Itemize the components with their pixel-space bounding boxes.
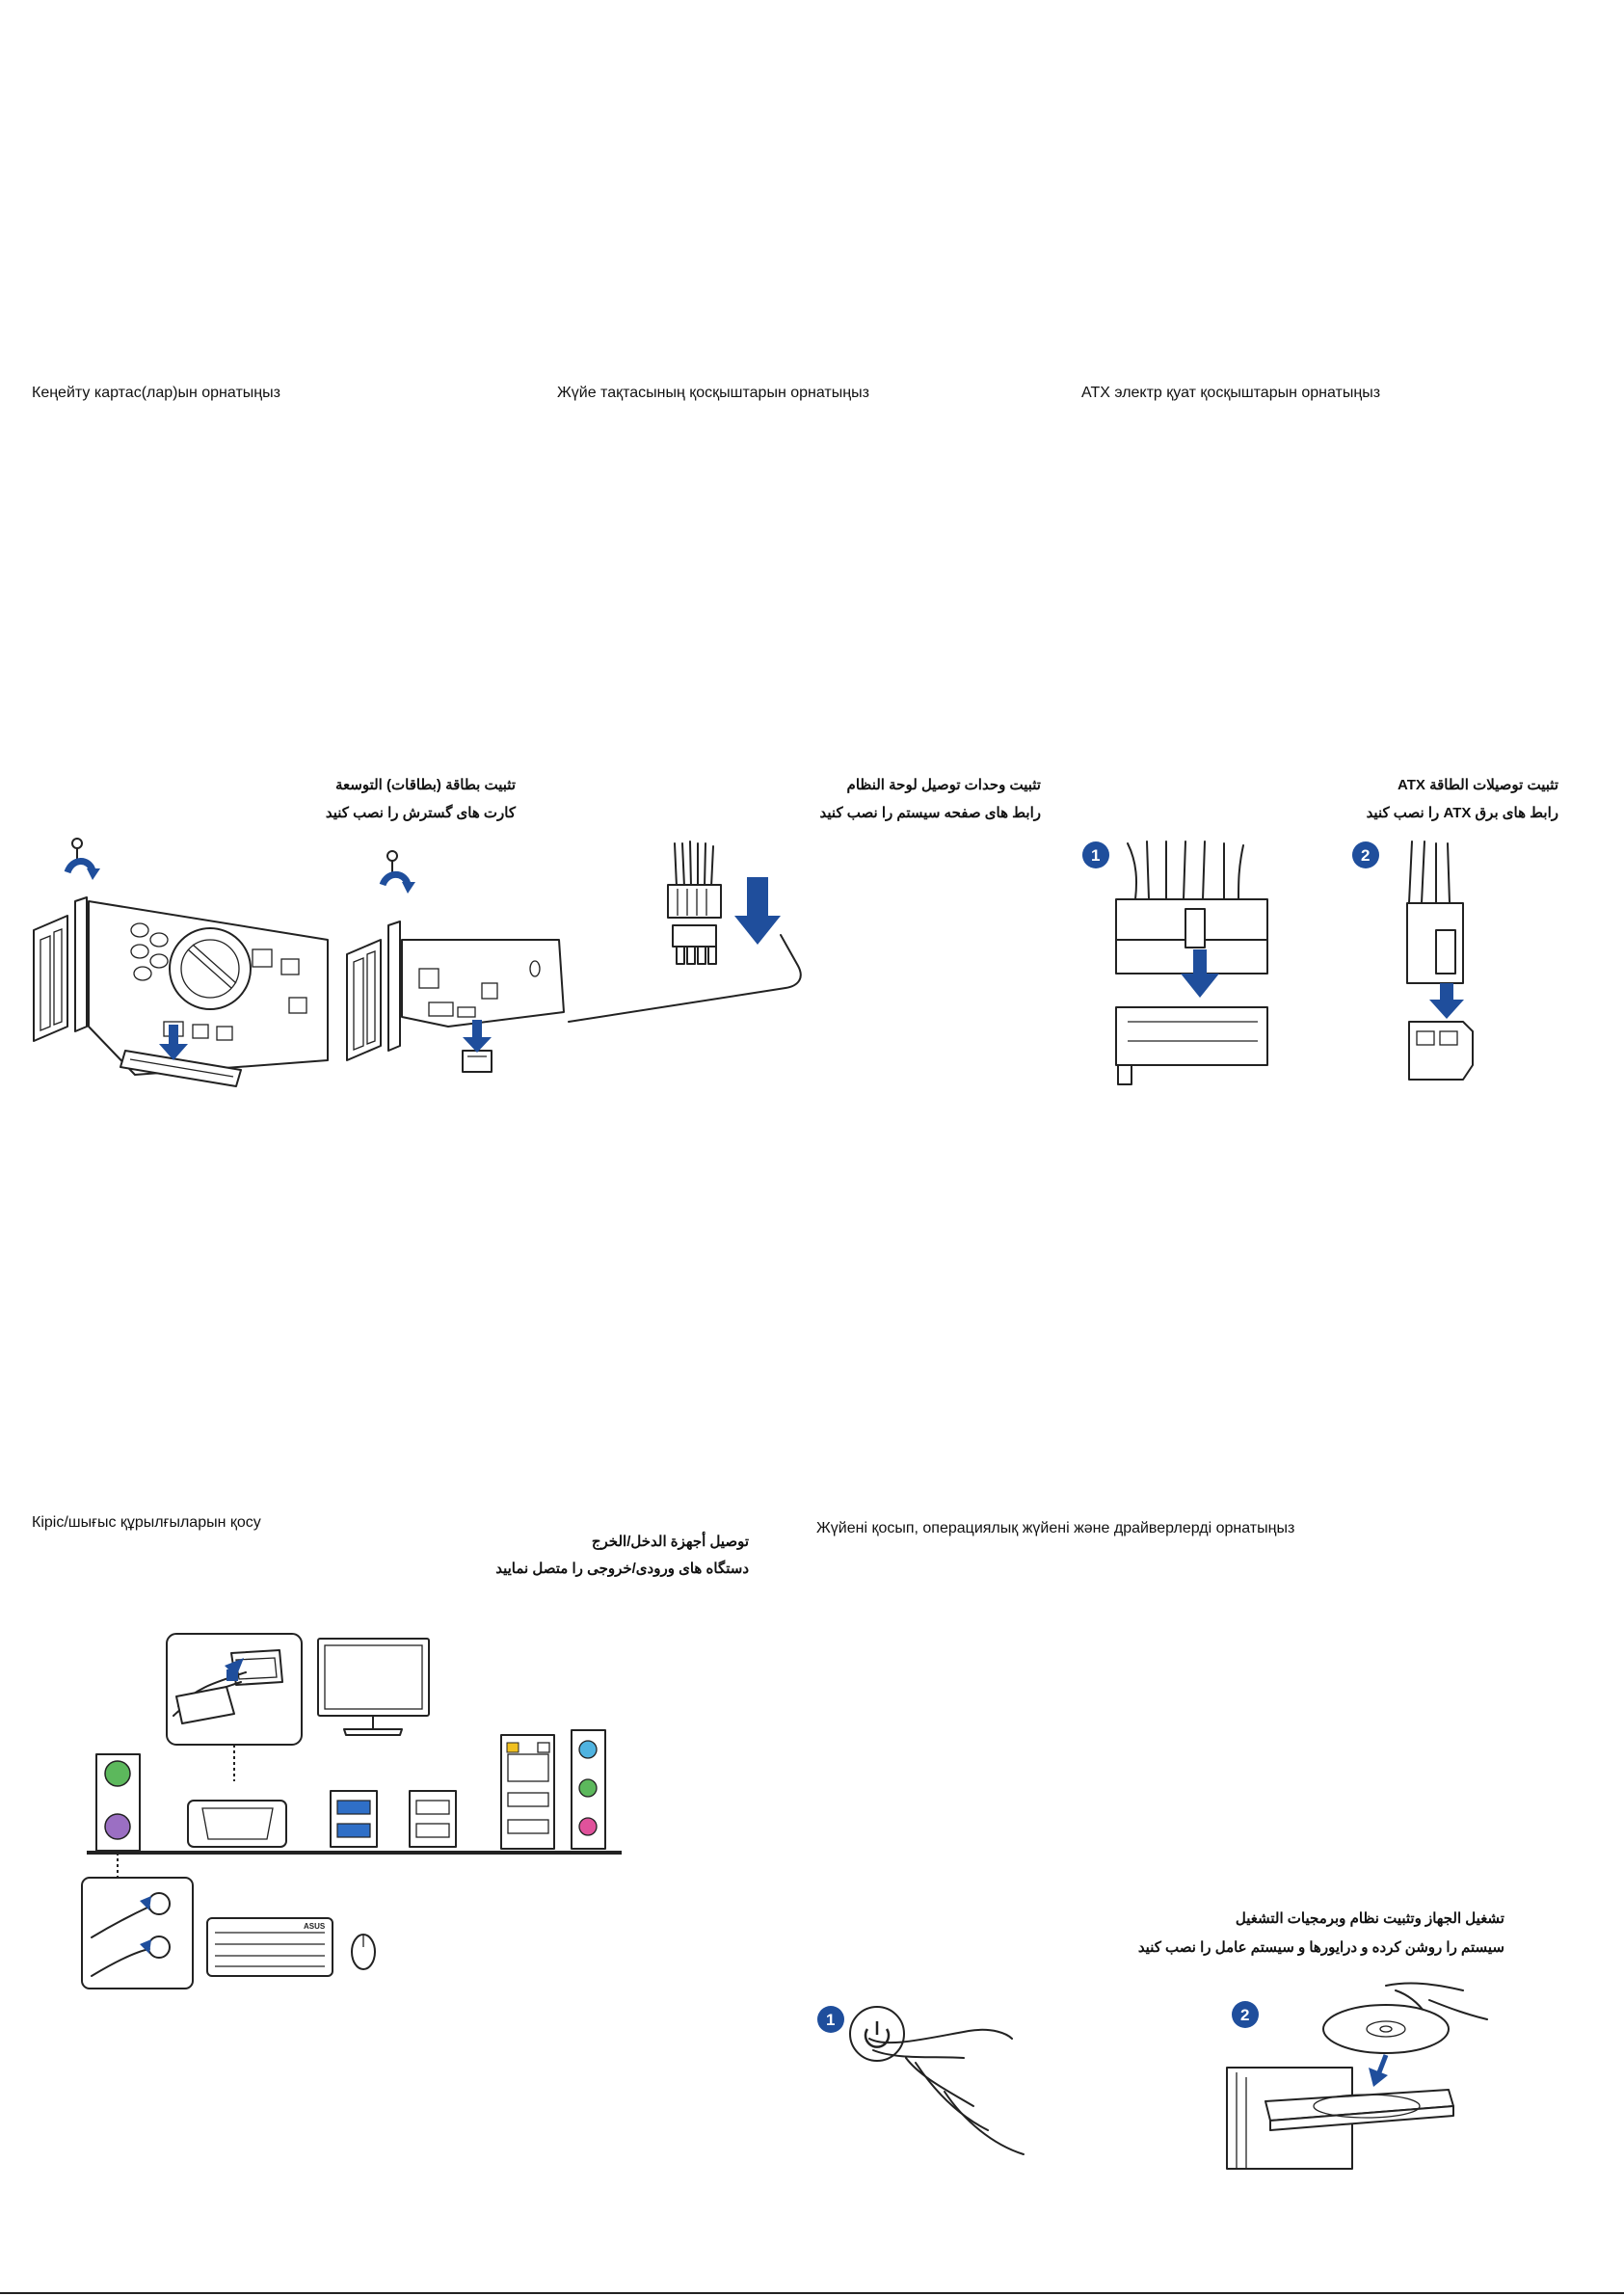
system-panel-connector-illustration: [568, 841, 802, 1023]
atx-power-title-kk: ATX электр қуат қосқыштарын орнатыңыз: [1081, 385, 1381, 401]
atx-8pin-connector-illustration: 2: [1352, 841, 1474, 1081]
pcie-card-install-illustration: [346, 850, 565, 1073]
step-badge-2: [1232, 2001, 1259, 2028]
usb3-ports: [330, 1790, 378, 1848]
power-on-title-kk: Жүйені қосып, операциялық жүйені және др…: [816, 1520, 1295, 1536]
expansion-title-kk: Кеңейту картас(лар)ын орнатыңыз: [32, 385, 280, 401]
usb2-ports: [409, 1790, 457, 1848]
power-on-title-ar: تشغيل الجهاز وتثبيت نظام وبرمجيات التشغي…: [1235, 1910, 1504, 1927]
graphics-card-install-illustration: [33, 838, 329, 1087]
bottom-rule: [0, 2292, 1624, 2294]
step-badge-2-label: 2: [1361, 846, 1370, 865]
vga-callout: [166, 1633, 303, 1746]
keyboard-icon: ASUS: [206, 1917, 333, 1977]
ps2-keyboard-port: [104, 1813, 131, 1840]
system-panel-title-fa: رابط های صفحه سیستم را نصب کنید: [819, 805, 1041, 821]
step-badge-1-label: 1: [1091, 846, 1100, 865]
disc-icon: [1322, 2004, 1450, 2054]
atx-24pin-connector-illustration: 1: [1082, 841, 1268, 1085]
io-devices-title-fa: دستگاه های ورودی/خروجی را متصل نمایید: [495, 1561, 749, 1577]
step-badge-1: [817, 2006, 844, 2033]
screw-icon: [71, 838, 83, 862]
atx-power-title-fa: رابط های برق ATX را نصب کنید: [1366, 805, 1558, 821]
vga-port: [187, 1800, 287, 1848]
power-on-title-fa: سیستم را روشن کرده و درایورها و سیستم عا…: [1137, 1939, 1504, 1956]
expansion-title-ar: تثبيت بطاقة (بطاقات) التوسعة: [334, 777, 516, 793]
ps2-mouse-port: [104, 1760, 131, 1787]
system-panel-title-ar: تثبيت وحدات توصيل لوحة النظام: [846, 777, 1041, 793]
step-badge-2-label: 2: [1240, 2006, 1249, 2024]
install-disc-illustration: 2: [1226, 1982, 1488, 2170]
io-devices-title-kk: Кіріс/шығыс құрылғыларын қосу: [32, 1514, 261, 1531]
rotate-arrow-icon: [64, 858, 96, 874]
io-devices-title-ar: توصيل أجهزة الدخل/الخرج: [591, 1534, 749, 1550]
power-button-press-illustration: 1: [817, 2006, 1025, 2155]
step-badge-2: [1352, 841, 1379, 868]
expansion-title-fa: کارت های گسترش را نصب کنید: [325, 805, 516, 821]
rotate-arrow-icon: [379, 870, 412, 887]
step-badge-1-label: 1: [826, 2011, 835, 2029]
step-badge-1: [1082, 841, 1109, 868]
atx-power-title-ar: تثبيت توصيلات الطاقة ATX: [1398, 777, 1558, 793]
mouse-icon: [351, 1934, 376, 1970]
monitor-icon: [317, 1638, 430, 1736]
screw-icon: [386, 850, 398, 874]
rear-io-panel-illustration: ASUS: [81, 1633, 622, 1989]
keyboard-brand-label: ASUS: [304, 1922, 326, 1931]
system-panel-title-kk: Жүйе тақтасының қосқыштарын орнатыңыз: [557, 385, 869, 401]
